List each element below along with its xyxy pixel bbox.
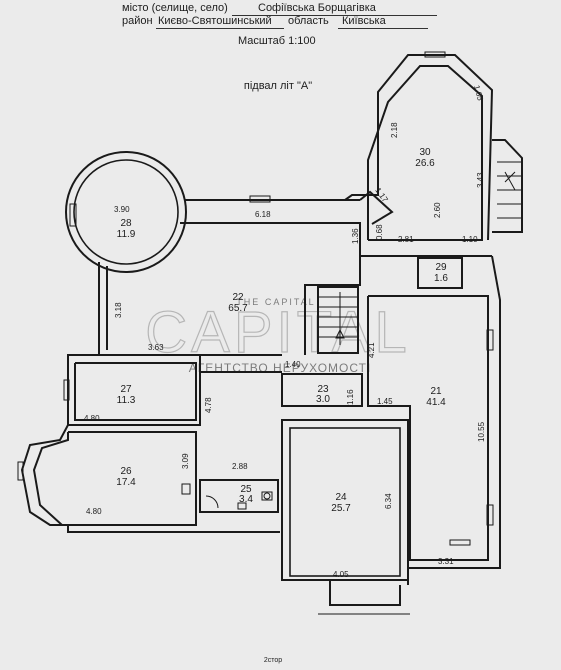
dim-281: 2.81 xyxy=(398,235,414,244)
dim-260: 2.60 xyxy=(433,202,442,218)
room-24-area: 25.7 xyxy=(331,503,351,514)
fixtures xyxy=(181,171,516,510)
room-25-number: 25 xyxy=(240,484,252,495)
room-26-number: 26 xyxy=(120,466,132,477)
room-30-area: 26.6 xyxy=(415,158,435,169)
room-labels: 22 65.7 21 41.4 24 25.7 26 17.4 27 11.3 … xyxy=(116,147,448,514)
room-26-area: 17.4 xyxy=(116,477,136,488)
scale-label: Масштаб 1:100 xyxy=(238,35,316,47)
dim-218: 2.18 xyxy=(390,122,399,138)
room-28-outer-wall xyxy=(65,151,187,273)
boiler-icon xyxy=(181,483,191,495)
district-label: район xyxy=(122,15,153,27)
dimension-labels: 3.90 6.18 3.18 3.63 4.80 4.78 3.09 2.88 … xyxy=(84,84,486,579)
dim-068: 0.68 xyxy=(375,224,384,240)
dim-140: 1.40 xyxy=(285,360,301,369)
room-28-number: 28 xyxy=(120,218,132,229)
room-30-number: 30 xyxy=(419,147,431,158)
dim-618: 6.18 xyxy=(255,210,271,219)
district-value: Києво-Святошинський xyxy=(158,15,272,27)
dim-331: 3.31 xyxy=(438,557,454,566)
room-24-number: 24 xyxy=(335,492,347,503)
dim-136: 1.36 xyxy=(351,228,360,244)
room-23-number: 23 xyxy=(317,384,329,395)
dim-288: 2.88 xyxy=(232,462,248,471)
dim-478: 4.78 xyxy=(204,397,213,413)
plan-title: підвал літ "А" xyxy=(244,80,312,92)
watermark-brand: THE CAPITAL xyxy=(236,297,315,307)
district-underline xyxy=(156,28,284,29)
page-footer: 2стор xyxy=(264,657,282,664)
room-28-inner-wall xyxy=(73,159,179,265)
city-underline xyxy=(232,15,437,16)
room-21-area: 41.4 xyxy=(426,397,446,408)
room-22-number: 22 xyxy=(232,292,244,303)
room-23-area: 3.0 xyxy=(316,394,330,405)
room-27-area: 11.3 xyxy=(117,395,136,406)
dim-145: 1.45 xyxy=(377,397,393,406)
region-label: область xyxy=(288,15,329,27)
city-value: Софіївська Борщагівка xyxy=(258,2,376,14)
region-value: Київська xyxy=(342,15,386,27)
windows xyxy=(17,51,494,546)
stair-arrow-icon xyxy=(504,171,516,191)
dim-1055: 10.55 xyxy=(477,421,486,442)
dim-405: 4.05 xyxy=(333,570,349,579)
walls xyxy=(20,54,523,615)
dim-116: 1.16 xyxy=(346,389,355,405)
dim-318: 3.18 xyxy=(114,302,123,318)
room-27-number: 27 xyxy=(120,384,132,395)
room-25-area: 3.4 xyxy=(239,494,253,505)
room-22-area: 65.7 xyxy=(228,303,248,314)
region-underline xyxy=(338,28,428,29)
dim-634: 6.34 xyxy=(384,493,393,509)
dim-421: 4.21 xyxy=(367,342,376,358)
room-21-number: 21 xyxy=(430,386,442,397)
door-swing-icon xyxy=(205,495,219,509)
dim-165: 1.65 xyxy=(472,84,485,102)
room-29-number: 29 xyxy=(435,262,447,273)
room-28-area: 11.9 xyxy=(117,229,136,240)
toilet-icon xyxy=(261,491,273,501)
dim-110: 1.10 xyxy=(462,235,478,244)
city-label: місто (селище, село) xyxy=(122,2,228,14)
dim-480a: 4.80 xyxy=(84,414,100,423)
dim-363: 3.63 xyxy=(148,343,164,352)
stair-down-arrow-icon xyxy=(335,328,345,339)
dim-390: 3.90 xyxy=(114,205,130,214)
dim-309: 3.09 xyxy=(181,453,190,469)
room-29-area: 1.6 xyxy=(434,273,448,284)
dim-480b: 4.80 xyxy=(86,507,102,516)
dim-343: 3.43 xyxy=(476,172,485,188)
